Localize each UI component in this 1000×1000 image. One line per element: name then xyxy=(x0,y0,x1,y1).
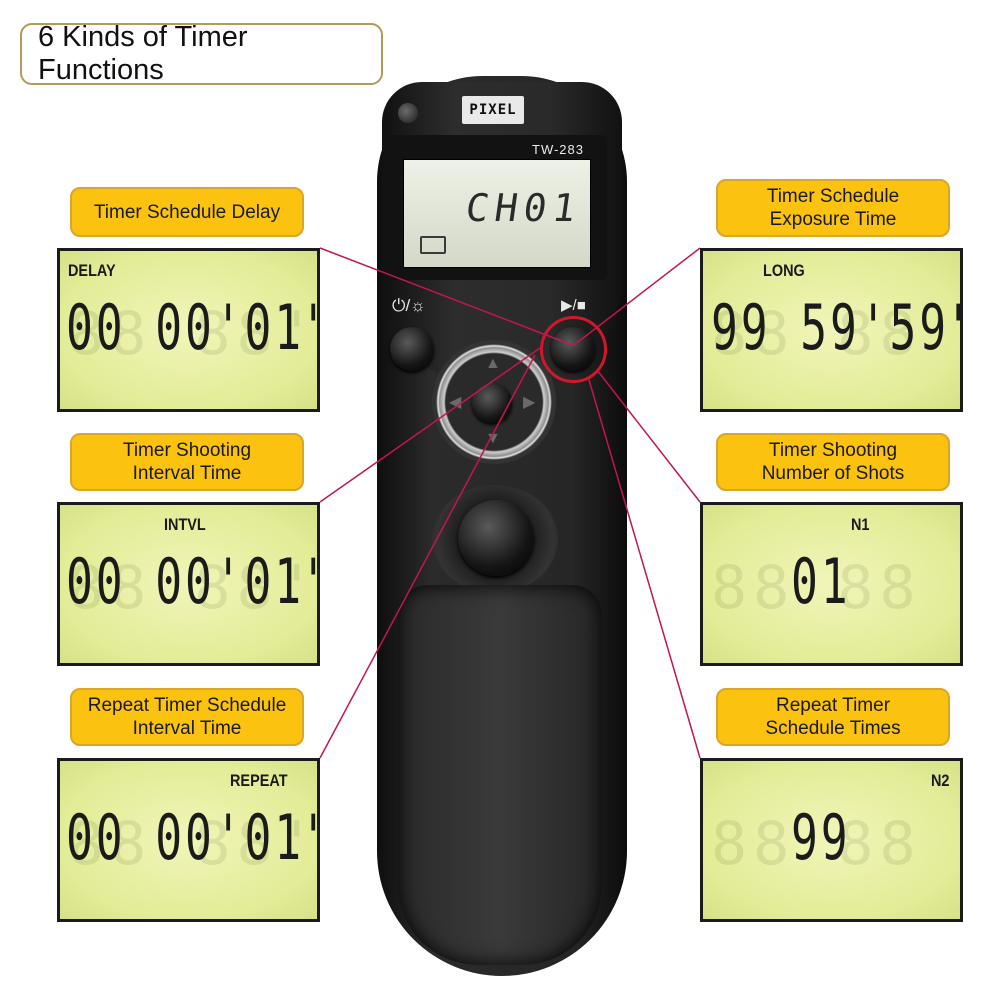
lcd-n1: 88 88 88 N1 01 xyxy=(700,502,963,666)
model-label: TW-283 xyxy=(532,142,584,157)
pointer-line-intvl xyxy=(319,347,541,503)
label-repeat: Repeat Timer Schedule Interval Time xyxy=(70,688,304,746)
label-n2: Repeat Timer Schedule Times xyxy=(716,688,950,746)
power-light-button[interactable] xyxy=(390,327,434,371)
lcd-long: 88 88'88 LONG 99 59'59" xyxy=(700,248,963,412)
shutter-button[interactable] xyxy=(458,500,534,576)
battery-icon xyxy=(420,236,446,254)
label-n1: Timer Shooting Number of Shots xyxy=(716,433,950,491)
lcd-value-n2: 99 xyxy=(791,801,851,874)
play-stop-icon: ▶/■ xyxy=(561,297,586,314)
dpad-center-button[interactable] xyxy=(472,383,512,423)
page-title: 6 Kinds of Timer Functions xyxy=(20,21,383,86)
highlight-circle xyxy=(540,316,607,383)
power-light-icon: ⏻/☼ xyxy=(392,296,426,315)
pointer-line-repeat xyxy=(319,354,536,759)
label-long: Timer Schedule Exposure Time xyxy=(716,179,950,237)
dpad-up-icon[interactable]: ▲ xyxy=(485,355,501,372)
dpad-right-icon[interactable]: ▶ xyxy=(523,394,536,411)
lcd-intvl: 88 88'88 INTVL 00 00'01" xyxy=(57,502,320,666)
label-delay: Timer Schedule Delay xyxy=(70,187,304,237)
lcd-value-long: 99 59'59" xyxy=(711,291,963,364)
pointer-line-n1 xyxy=(596,369,701,503)
textured-grip xyxy=(398,585,602,965)
led-indicator xyxy=(398,103,418,123)
lcd-tag-repeat: REPEAT xyxy=(230,771,288,790)
lcd-tag-delay: DELAY xyxy=(68,261,116,280)
lcd-tag-intvl: INTVL xyxy=(164,515,206,534)
lcd-value-intvl: 00 00'01" xyxy=(66,545,320,618)
dpad-left-icon[interactable]: ◀ xyxy=(449,394,462,411)
remote-lcd-screen: CH01 xyxy=(403,159,591,268)
lcd-tag-n1: N1 xyxy=(851,515,870,534)
lcd-value-n1: 01 xyxy=(791,545,851,618)
lcd-value-delay: 00 00'01" xyxy=(66,291,320,364)
lcd-value-repeat: 00 00'01" xyxy=(66,801,320,874)
brand-logo: PIXEL xyxy=(462,96,524,124)
pointer-line-delay xyxy=(319,247,573,346)
lcd-n2: 88 88 88 N2 99 xyxy=(700,758,963,922)
label-intvl: Timer Shooting Interval Time xyxy=(70,433,304,491)
lcd-repeat: 88 88'88 REPEAT 00 00'01" xyxy=(57,758,320,922)
lcd-delay: 88 88'88 DELAY 00 00'01" xyxy=(57,248,320,412)
lcd-tag-long: LONG xyxy=(763,261,805,280)
pointer-line-long xyxy=(573,247,701,346)
lcd-tag-n2: N2 xyxy=(931,771,950,790)
pointer-line-n2 xyxy=(588,379,701,759)
